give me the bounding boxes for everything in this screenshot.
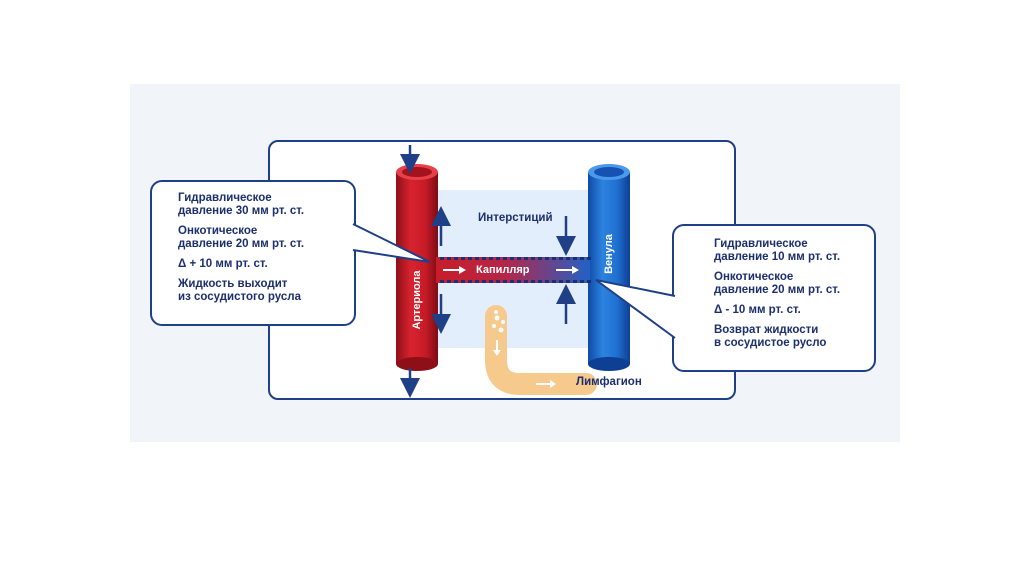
capillary-pore <box>524 280 528 283</box>
capillary-pore <box>461 257 465 260</box>
venous-hydraulic-pressure: Гидравлическое давление 10 мм рт. ст. <box>714 238 841 263</box>
capillary-pore <box>447 280 451 283</box>
capillary-pore <box>552 280 556 283</box>
arterial-end-callout: Гидравлическое давление 30 мм рт. ст. Он… <box>150 180 356 326</box>
lymph-particle <box>494 310 498 314</box>
capillary-pore <box>454 257 458 260</box>
lymph-particle <box>501 320 505 324</box>
lymph-particle <box>494 315 500 321</box>
capillary-pore <box>587 257 591 260</box>
capillary-pore <box>510 257 514 260</box>
capillary-pore <box>580 280 584 283</box>
venous-end-callout: Гидравлическое давление 10 мм рт. ст. Он… <box>672 224 876 372</box>
capillary-pore <box>573 280 577 283</box>
capillary-pore <box>552 257 556 260</box>
capillary-pore <box>468 257 472 260</box>
lymph-flow-arrowhead <box>493 350 501 356</box>
venous-result: Возврат жидкости в сосудистое русло <box>714 324 827 349</box>
lymph-flow-arrowhead <box>550 380 556 388</box>
capillary-pore <box>447 257 451 260</box>
capillary-pore <box>559 280 563 283</box>
capillary-pore <box>482 257 486 260</box>
capillary-pore <box>517 280 521 283</box>
capillary-pore <box>524 257 528 260</box>
capillary-pore <box>454 280 458 283</box>
venous-oncotic-pressure: Онкотическое давление 20 мм рт. ст. <box>714 271 841 296</box>
interstitium-label: Интерстиций <box>478 212 553 224</box>
venule-label: Венула <box>603 234 615 274</box>
lymph-particle <box>492 324 496 328</box>
capillary-pore <box>461 280 465 283</box>
capillary-pore <box>538 280 542 283</box>
lymph-particle <box>498 327 504 333</box>
capillary-pore <box>517 257 521 260</box>
capillary-pore <box>489 280 493 283</box>
capillary-pore <box>573 257 577 260</box>
capillary-pore <box>531 280 535 283</box>
capillary-pore <box>566 257 570 260</box>
capillary-pore <box>440 257 444 260</box>
capillary-pore <box>566 280 570 283</box>
capillary-pore <box>531 257 535 260</box>
arterial-result: Жидкость выходит из сосудистого русла <box>178 278 301 303</box>
capillary-pore <box>475 280 479 283</box>
capillary-pore <box>489 257 493 260</box>
capillary-pore <box>559 257 563 260</box>
capillary-pores <box>440 257 591 283</box>
lymphagion-vessel <box>485 305 597 395</box>
capillary-pore <box>503 280 507 283</box>
capillary-pore <box>440 280 444 283</box>
capillary-pore <box>545 280 549 283</box>
capillary-pore <box>496 280 500 283</box>
arterial-oncotic-pressure: Онкотическое давление 20 мм рт. ст. <box>178 225 305 250</box>
capillary-pore <box>468 280 472 283</box>
capillary-pore <box>482 280 486 283</box>
lymphagion-label: Лимфагион <box>576 376 642 388</box>
capillary-pore <box>587 280 591 283</box>
capillary-pore <box>510 280 514 283</box>
capillary-pore <box>580 257 584 260</box>
capillary-pore <box>503 257 507 260</box>
capillary-pore <box>475 257 479 260</box>
capillary-pore <box>538 257 542 260</box>
capillary-label: Капилляр <box>476 264 530 276</box>
venous-pressure-delta: Δ - 10 мм рт. ст. <box>714 304 801 316</box>
capillary-pore <box>496 257 500 260</box>
arterial-hydraulic-pressure: Гидравлическое давление 30 мм рт. ст. <box>178 192 305 217</box>
arteriole-label: Артериола <box>411 270 423 330</box>
arterial-pressure-delta: Δ + 10 мм рт. ст. <box>178 258 268 270</box>
capillary-pore <box>545 257 549 260</box>
